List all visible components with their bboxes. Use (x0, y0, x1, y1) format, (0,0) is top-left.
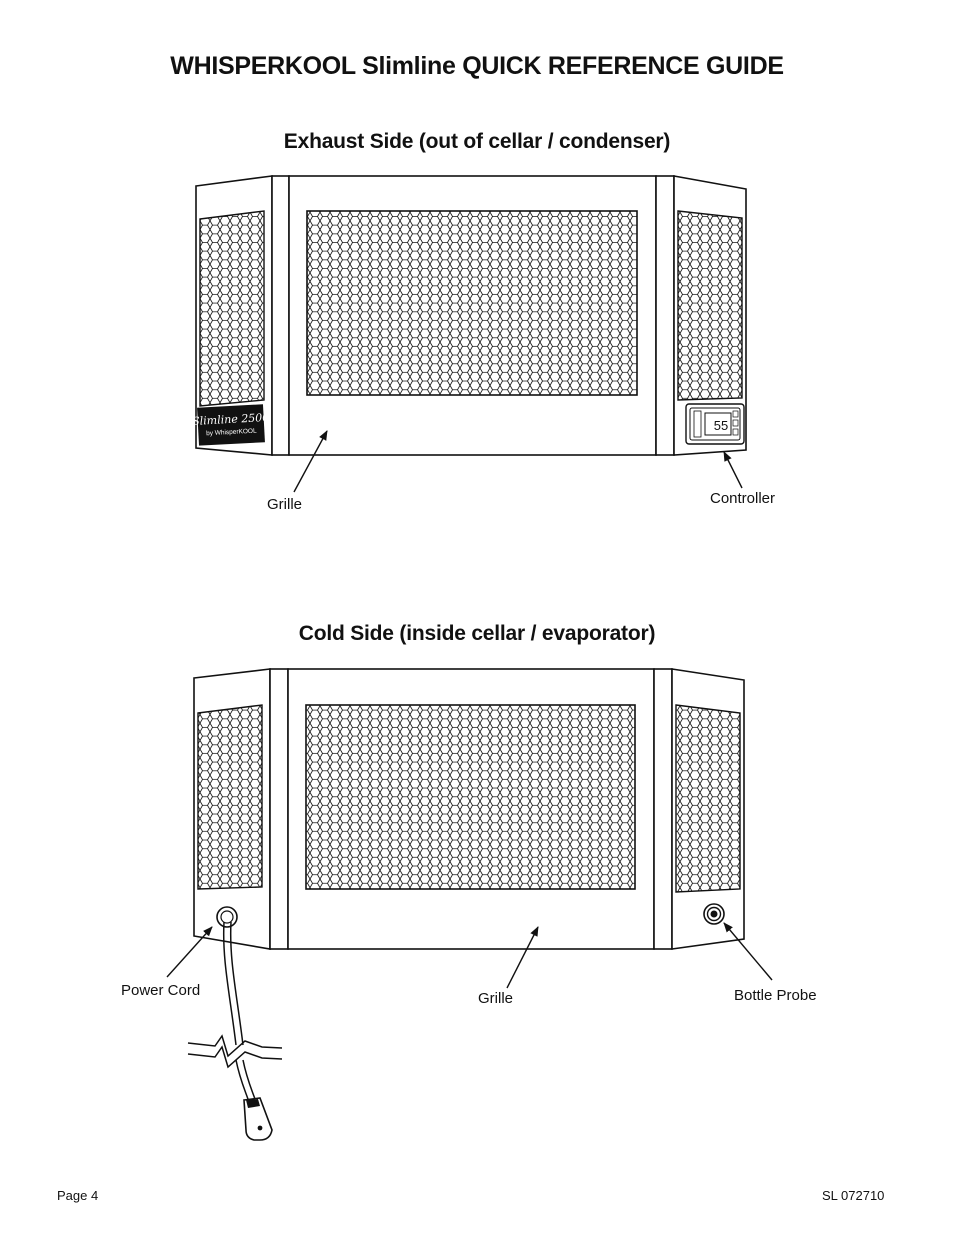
front-grille (306, 210, 638, 396)
controller-unit: 55 (685, 403, 745, 445)
left-side-grille (199, 210, 265, 407)
cold-side-heading: Cold Side (inside cellar / evaporator) (298, 622, 656, 645)
model-badge: Slimline 2500 by WhisperKOOL (192, 404, 270, 446)
left-post (269, 668, 289, 950)
exhaust-side-heading: Exhaust Side (out of cellar / condenser) (283, 130, 671, 153)
controller-display: 55 (714, 418, 728, 433)
badge-brand-text: by WhisperKOOL (206, 428, 257, 438)
page-title: WHISPERKOOL Slimline QUICK REFERENCE GUI… (170, 52, 784, 80)
right-side-grille (677, 210, 743, 401)
right-side-grille (675, 704, 741, 893)
power-cord (187, 921, 283, 1103)
controller-arrow (723, 451, 743, 489)
document-code: SL 072710 (822, 1188, 885, 1203)
power-cord-arrow (166, 926, 213, 978)
front-grille (305, 704, 636, 890)
badge-model-text: Slimline 2500 (192, 411, 270, 428)
page-number: Page 4 (57, 1188, 99, 1203)
grille-arrow (293, 430, 328, 493)
bottle-probe-port (703, 903, 725, 925)
controller-label: Controller (710, 490, 776, 507)
cold-grille-arrow (506, 926, 539, 989)
left-side-grille (197, 704, 263, 890)
cold-side-illustration (166, 668, 773, 1141)
power-cord-grommet (216, 906, 238, 928)
exhaust-side-illustration: Slimline 2500 by WhisperKOOL 55 (192, 175, 747, 493)
bottle-probe-label: Bottle Probe (734, 987, 817, 1004)
power-cord-label: Power Cord (121, 982, 201, 999)
plug (243, 1097, 273, 1141)
exhaust-grille-label: Grille (267, 496, 303, 513)
bottle-probe-arrow (723, 922, 773, 981)
cold-grille-label: Grille (478, 990, 514, 1007)
right-post (653, 668, 673, 950)
